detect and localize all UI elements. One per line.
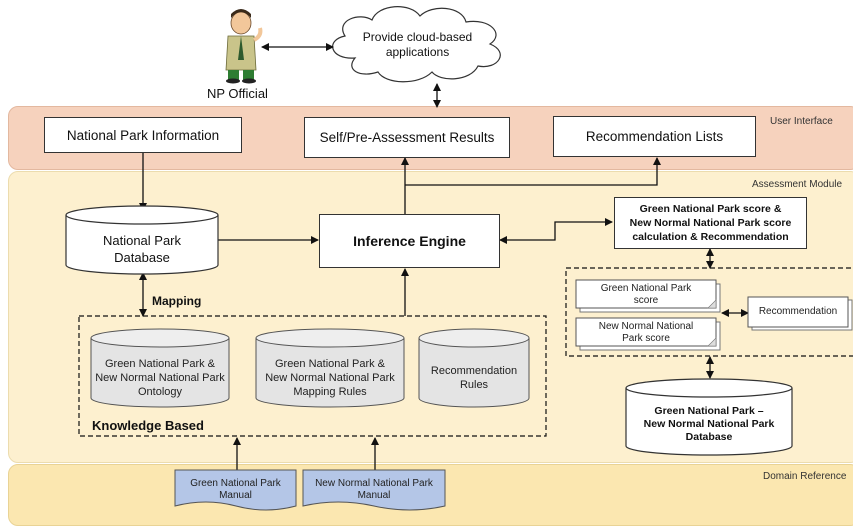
green-manual-line-1: Green National Park — [190, 478, 281, 489]
ontology-line-3: Ontology — [137, 386, 183, 398]
cloud-label: Provide cloud-based applications — [345, 30, 490, 60]
park-database-cylinder — [65, 205, 219, 275]
recommendation-rules-label: Recommendation Rules — [419, 364, 529, 392]
actor-label: NP Official — [207, 86, 268, 101]
assessment-results-box[interactable]: Self/Pre-Assessment Results — [304, 117, 510, 158]
cloud-shape — [332, 6, 501, 83]
recommendation-rules-line-1: Recommendation — [430, 365, 518, 377]
recommendation-lists-box[interactable]: Recommendation Lists — [553, 116, 756, 157]
ontology-line-2: New Normal National Park — [95, 372, 225, 384]
person-icon — [225, 9, 263, 84]
new-normal-manual-line-2: Manual — [357, 490, 391, 501]
green-score-document — [575, 279, 721, 313]
score-container — [565, 267, 853, 357]
mapping-label: Mapping — [152, 294, 202, 308]
recommendation-rules-cylinder — [418, 328, 530, 408]
ontology-label: Green National Park & New Normal Nationa… — [91, 357, 229, 399]
domain-reference-label: Domain Reference — [763, 471, 847, 482]
new-normal-score-line-1: New Normal National — [598, 321, 694, 332]
score-calc-line-1: Green National Park score & — [639, 203, 782, 215]
mapping-rules-label: Green National Park & New Normal Nationa… — [256, 357, 404, 399]
mapping-rules-cylinder — [255, 328, 405, 408]
score-calc-line-3: calculation & Recommendation — [632, 231, 789, 243]
knowledge-based-label: Knowledge Based — [92, 418, 204, 433]
park-database-label: National Park Database — [66, 232, 218, 266]
assessment-module-label: Assessment Module — [752, 179, 843, 190]
ontology-cylinder — [90, 328, 230, 408]
new-normal-manual-label: New Normal National Park Manual — [303, 478, 445, 502]
recommendation-doc-label: Recommendation — [758, 306, 838, 317]
green-score-line-2: score — [633, 295, 659, 306]
result-database-cylinder — [625, 378, 793, 456]
green-score-label: Green National Park score — [576, 283, 716, 307]
knowledge-based-container — [78, 315, 547, 437]
mapping-rules-line-3: Mapping Rules — [293, 386, 367, 398]
recommendation-document — [747, 296, 853, 331]
park-database-line-2: Database — [114, 250, 170, 265]
new-normal-score-document — [575, 317, 721, 351]
ontology-line-1: Green National Park & — [104, 358, 216, 370]
new-normal-manual-line-1: New Normal National Park — [315, 478, 433, 489]
result-database-label: Green National Park – New Normal Nationa… — [626, 405, 792, 444]
park-info-box[interactable]: National Park Information — [44, 117, 242, 153]
score-calc-line-2: New Normal National Park score — [629, 217, 792, 229]
green-manual-line-2: Manual — [219, 490, 252, 501]
green-score-line-1: Green National Park — [600, 283, 692, 294]
diagram-connectors — [65, 6, 853, 511]
recommendation-rules-line-2: Rules — [459, 379, 489, 391]
cloud-line-2: applications — [385, 45, 450, 59]
green-manual-label: Green National Park Manual — [175, 478, 296, 502]
inference-engine-box[interactable]: Inference Engine — [319, 214, 500, 268]
park-database-line-1: National Park — [102, 233, 182, 248]
new-normal-manual-document — [302, 469, 446, 511]
mapping-rules-line-1: Green National Park & — [274, 358, 386, 370]
result-database-line-1: Green National Park – — [654, 405, 764, 417]
mapping-rules-line-2: New Normal National Park — [265, 372, 395, 384]
user-interface-label: User Interface — [770, 116, 833, 127]
result-database-line-3: Database — [685, 431, 733, 443]
score-calculation-box[interactable]: Green National Park score & New Normal N… — [614, 197, 807, 249]
cloud-line-1: Provide cloud-based — [362, 30, 473, 44]
green-manual-document — [174, 469, 297, 511]
result-database-line-2: New Normal National Park — [643, 418, 775, 430]
new-normal-score-label: New Normal National Park score — [576, 321, 716, 345]
new-normal-score-line-2: Park score — [622, 333, 670, 344]
